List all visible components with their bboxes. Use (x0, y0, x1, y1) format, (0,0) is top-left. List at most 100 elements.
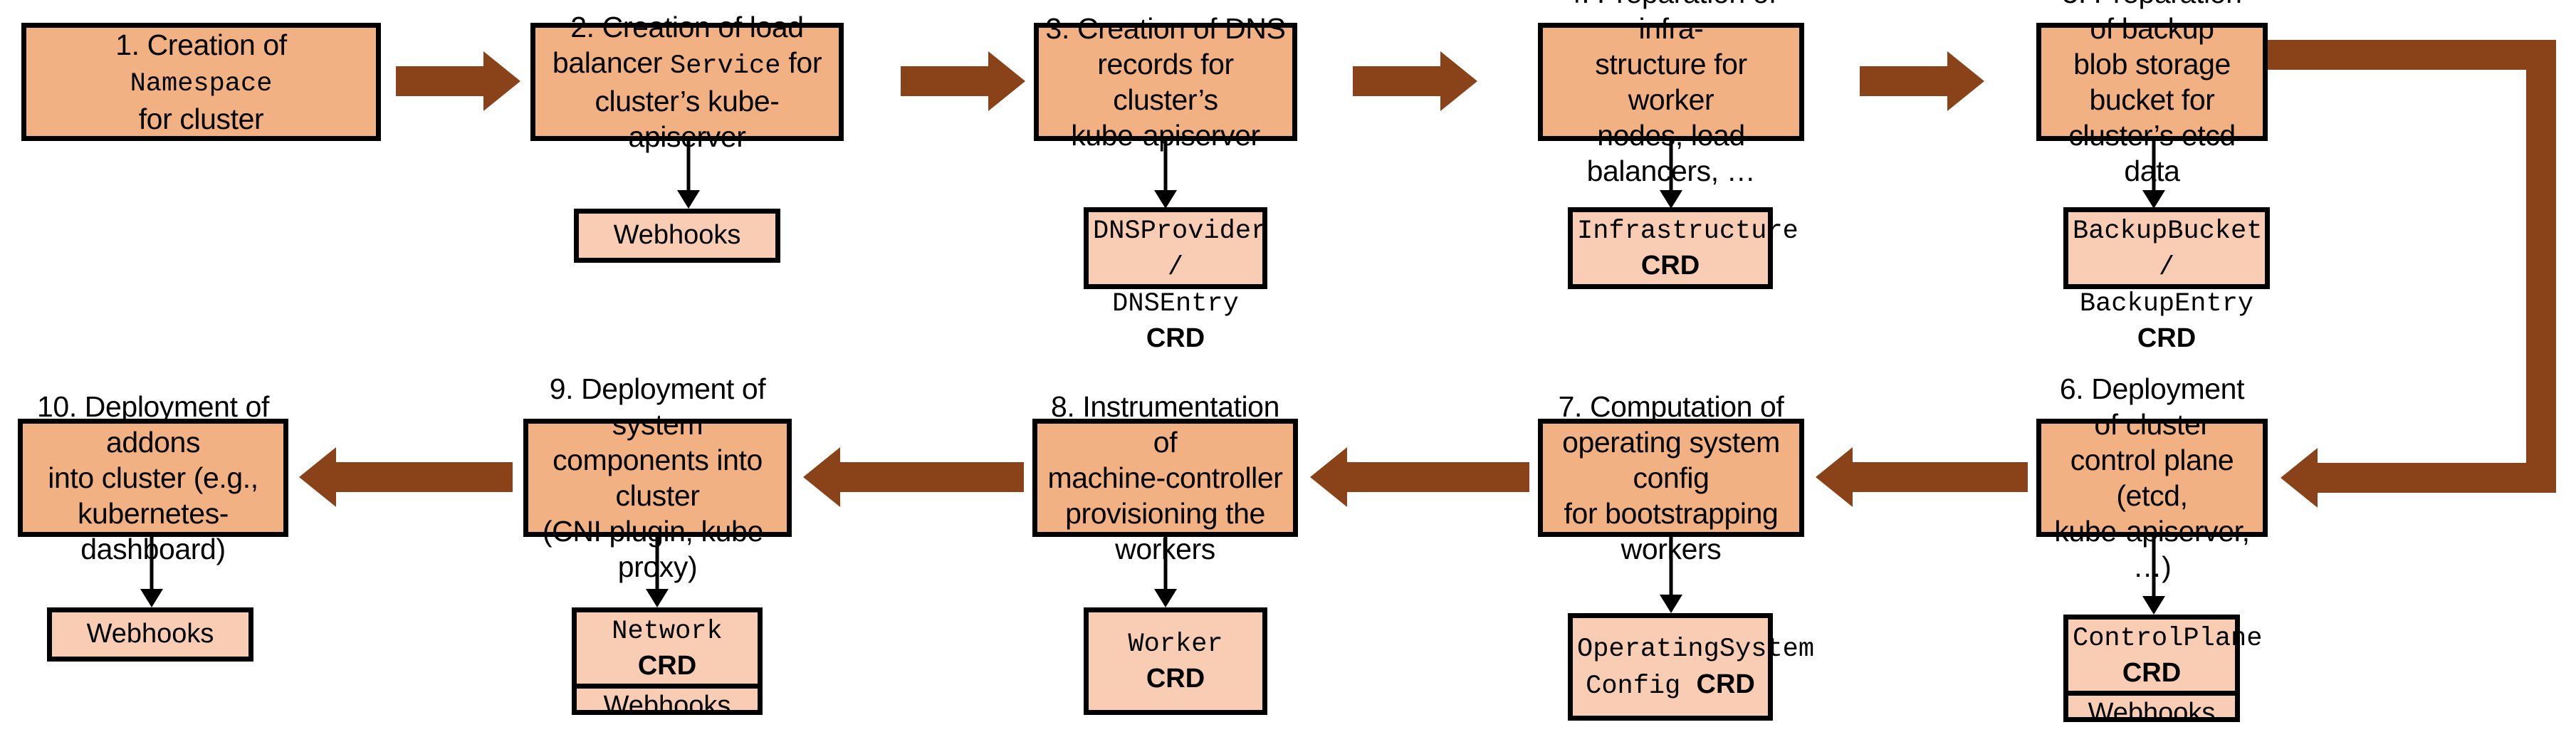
connector-step-3-to-resource (1153, 141, 1178, 209)
plain-token: Webhooks (603, 691, 731, 721)
arrowhead-down-icon (2142, 596, 2165, 615)
connector-step-5-to-resource (2142, 141, 2166, 209)
flow-arrow-6-to-7 (1816, 447, 2028, 507)
resource-box-step-10[interactable]: Webhooks (47, 607, 253, 662)
resource-cell: Webhooks (579, 214, 775, 258)
resource-text: BackupBucket / BackupEntry CRD (2073, 212, 2262, 357)
arrow-shaft (336, 462, 513, 492)
flow-arrow-3-to-4 (1353, 51, 1477, 111)
step-label-line: operating system config (1562, 425, 1780, 494)
resource-text: Webhooks (581, 689, 753, 723)
mono-token: BackupEntry (2079, 289, 2254, 320)
connector-line (655, 537, 659, 590)
resource-text-line: Webhooks (56, 617, 244, 652)
step-label-line: blob storage bucket for (2073, 47, 2231, 116)
connector-step-2-to-resource (676, 141, 701, 209)
connector-line (150, 537, 154, 590)
resource-box-step-3[interactable]: DNSProvider /DNSEntry CRD (1084, 207, 1267, 353)
resource-text: Webhooks (2073, 696, 2231, 731)
resource-box-step-2[interactable]: Webhooks (574, 209, 780, 263)
arrow-head-left-icon (1816, 447, 1853, 507)
resource-box-step-6[interactable]: ControlPlane CRD Webhooks (2063, 615, 2262, 728)
crd-suffix: CRD (2122, 658, 2182, 689)
resource-box-step-9[interactable]: Network CRD Webhooks (572, 607, 763, 721)
arrowhead-down-icon (140, 589, 163, 607)
resource-box-step-5[interactable]: BackupBucket / BackupEntry CRD (2063, 207, 2270, 353)
step-label-line: 6. Deployment of cluster (2059, 372, 2245, 441)
mono-token: Network (612, 617, 723, 647)
flow-arrow-7-to-8 (1310, 447, 1529, 507)
connector-line (1669, 141, 1673, 191)
resource-cell-webhooks: Webhooks (2068, 696, 2235, 731)
connector-line (1163, 537, 1168, 590)
arrow-shaft (1347, 462, 1529, 492)
resource-cell: BackupBucket / BackupEntry CRD (2068, 212, 2265, 357)
step-label-line: control plane (etcd, (2070, 443, 2234, 512)
crd-suffix: CRD (1640, 251, 1700, 281)
connector-step-10-to-resource (140, 537, 164, 607)
step-label-line: balancer Service for (552, 46, 822, 82)
crd-suffix: CRD (2137, 323, 2197, 354)
arrow-head-right-icon (1947, 51, 1984, 111)
flow-arrow-4-to-5 (1860, 51, 1984, 111)
connector-line (686, 141, 691, 191)
arrow-head-right-icon (988, 51, 1025, 111)
step-label-line: 8. Instrumentation of (1051, 390, 1279, 459)
arrowhead-down-icon (2142, 190, 2165, 209)
resource-text: ControlPlane CRD (2073, 620, 2262, 691)
arrow-segment-bottom (2318, 463, 2556, 493)
connector-step-9-to-resource (645, 537, 669, 607)
plain-token: Webhooks (86, 619, 214, 649)
mono-token: DNSEntry (1112, 289, 1239, 320)
connector-step-6-to-resource (2142, 537, 2166, 615)
arrow-shaft (840, 462, 1024, 492)
arrow-head-right-icon (1440, 51, 1477, 111)
mono-token: DNSProvider / (1093, 216, 1267, 283)
resource-cell: DNSProvider /DNSEntry CRD (1089, 212, 1267, 357)
arrowhead-down-icon (1660, 190, 1682, 209)
resource-text-line: Worker (1093, 625, 1258, 662)
step-node-4[interactable]: 4. Preparation of infra-structure for wo… (1538, 0, 1804, 187)
flow-arrow-5-to-6 (2268, 40, 2567, 538)
arrow-shaft (1353, 66, 1440, 96)
step-label-line: cluster’s kube-apiserver (595, 84, 780, 153)
resource-text-line: Webhooks (581, 689, 753, 723)
resource-cell: Webhooks (52, 612, 248, 657)
arrowhead-down-icon (1154, 190, 1177, 209)
resource-text-line: BackupBucket / (2073, 212, 2262, 285)
resource-cell-webhooks: Webhooks (577, 689, 758, 723)
connector-line (1163, 141, 1168, 191)
step-label-line: for cluster (138, 102, 264, 135)
connector-step-7-to-resource (1659, 537, 1683, 613)
resource-text-line: Config CRD (1577, 667, 1764, 704)
mono-token: Service (670, 51, 781, 82)
arrowhead-down-icon (1154, 589, 1177, 607)
resource-text: DNSProvider /DNSEntry CRD (1093, 212, 1267, 357)
arrow-segment-vertical (2526, 40, 2556, 493)
crd-suffix: CRD (1146, 664, 1205, 694)
flow-arrow-2-to-3 (901, 51, 1025, 111)
mono-token: ControlPlane (2073, 624, 2263, 654)
flow-arrow-1-to-2 (396, 51, 520, 111)
